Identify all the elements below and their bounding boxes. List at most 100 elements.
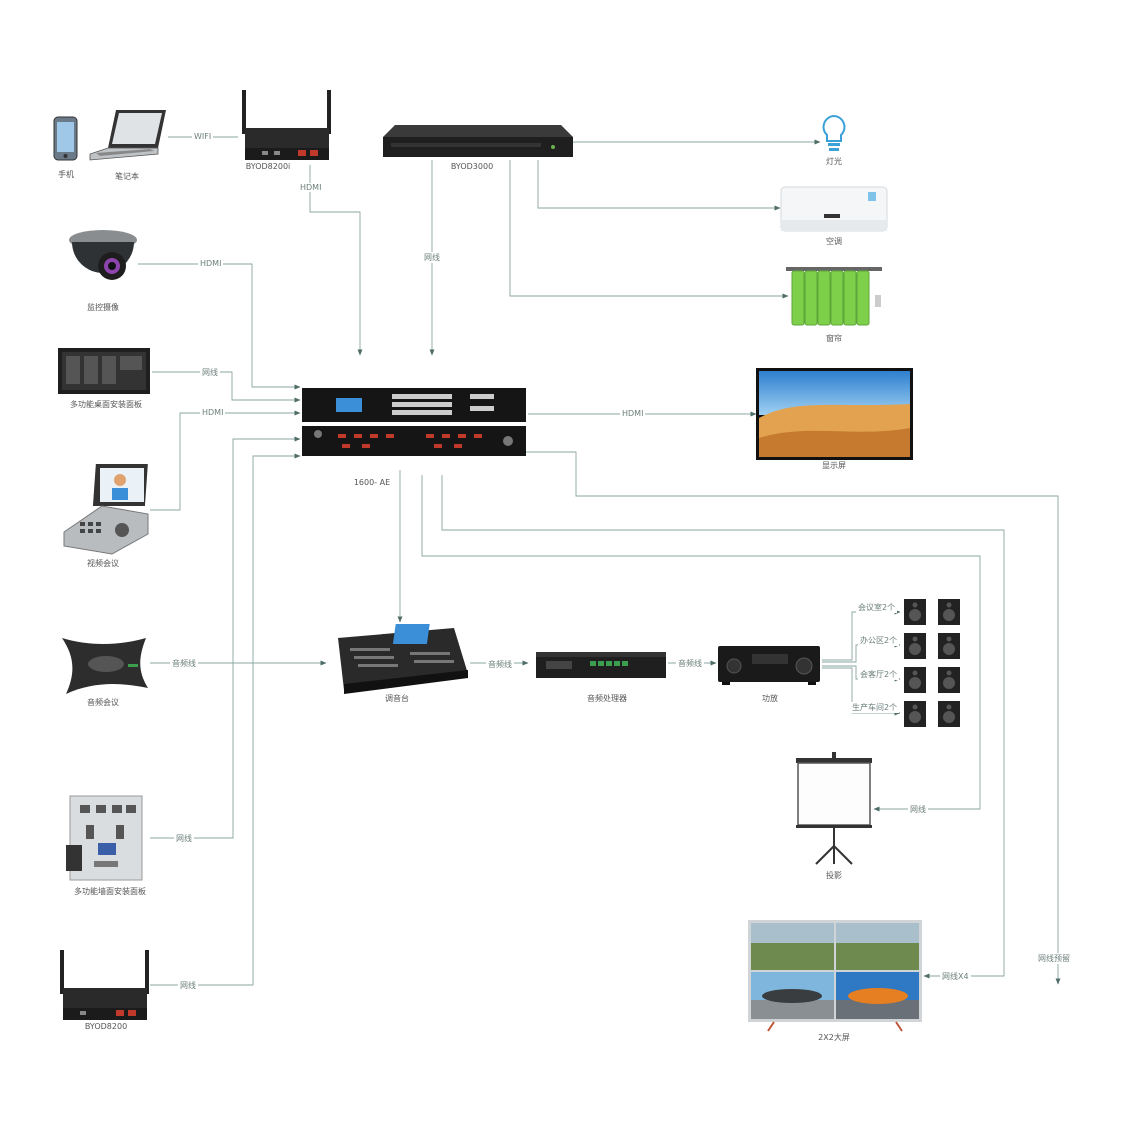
wire-video — [150, 410, 301, 511]
wire-desk — [152, 371, 301, 403]
wall-panel-device — [66, 795, 148, 887]
screen-device — [794, 752, 874, 872]
lightbulb-icon — [822, 114, 846, 151]
laptop-device — [88, 108, 168, 170]
aircon-icon — [780, 186, 888, 232]
video-conf-label: 视频会议 — [87, 559, 119, 568]
wire-label-hdmi-byod: HDMI — [298, 183, 324, 192]
mixer-device — [330, 622, 470, 698]
wire-screen — [421, 475, 981, 812]
processor-label: 音频处理器 — [587, 694, 627, 703]
rack-server-icon — [383, 125, 573, 157]
speaker-group-3 — [902, 700, 962, 732]
wire-label-audio-proc: 音频线 — [676, 658, 704, 669]
light-device — [820, 114, 848, 158]
router-icon — [60, 950, 149, 1020]
wire-label-hdmi-video: HDMI — [200, 408, 226, 417]
wire-hdmi-byod — [309, 165, 363, 356]
projector-screen-icon — [796, 752, 872, 865]
amplifier-icon — [718, 646, 820, 685]
dome-camera-icon — [69, 230, 137, 280]
speaker-label-3: 生产车间2个 — [850, 702, 900, 713]
curtain-device — [786, 265, 886, 333]
wire-label-net-byod8200: 网线 — [178, 980, 198, 991]
phone-label: 手机 — [58, 170, 74, 179]
byod8200-device — [58, 950, 152, 1026]
matrix-label: 1600- AE — [353, 478, 391, 487]
speaker-pair-icon — [904, 599, 960, 625]
wire-label-hdmi-display: HDMI — [620, 409, 646, 418]
byod8200-label: BYOD8200 — [84, 1022, 128, 1031]
wire-label-audio-mixer: 音频线 — [486, 659, 514, 670]
wire-label-audio-conf: 音频线 — [170, 658, 198, 669]
screen-label: 投影 — [826, 871, 842, 880]
phone-icon — [53, 116, 78, 161]
wire-wall4 — [441, 475, 1005, 979]
wire-camera — [138, 263, 301, 390]
laptop-label: 笔记本 — [115, 172, 139, 181]
video-wall-icon — [748, 920, 922, 1032]
speaker-label-2: 会客厅2个 — [858, 669, 900, 680]
camera-device — [66, 226, 140, 306]
display-label: 显示屏 — [822, 461, 846, 470]
conference-speaker-icon — [62, 638, 148, 694]
speaker-group-0 — [902, 598, 962, 630]
wire-label-net-screen: 网线 — [908, 804, 928, 815]
wire-label-net-desk: 网线 — [200, 367, 220, 378]
wire-spk4 — [822, 667, 901, 716]
speaker-label-1: 办公区2个 — [858, 635, 900, 646]
phone-device — [53, 116, 79, 166]
speaker-group-1 — [902, 632, 962, 664]
matrix-switcher-icon — [302, 388, 526, 456]
wire-label-net-wall4: 网线X4 — [940, 971, 971, 982]
byod3000-label: BYOD3000 — [450, 162, 494, 171]
desk-panel-icon — [58, 348, 150, 394]
wire-label-net-reserve: 网线预留 — [1036, 953, 1072, 964]
desk-panel-label: 多功能桌面安装面板 — [70, 400, 142, 409]
videowall-device — [748, 920, 924, 1036]
camera-label: 监控摄像 — [87, 303, 119, 312]
audio-conf-label: 音频会议 — [87, 698, 119, 707]
processor-device — [536, 650, 668, 684]
wire-spk2 — [822, 642, 901, 663]
curtain-icon — [786, 267, 882, 326]
speaker-pair-icon — [904, 701, 960, 727]
byod8200i-device — [240, 90, 334, 166]
laptop-icon — [89, 110, 166, 161]
mixer-label: 调音台 — [385, 694, 409, 703]
wire-curtain — [509, 160, 789, 299]
display-device — [756, 368, 914, 464]
audio-processor-icon — [536, 652, 666, 678]
aircon-device — [780, 186, 888, 238]
wire-reserve — [524, 451, 1061, 985]
speaker-group-2 — [902, 666, 962, 698]
videowall-label: 2X2大屏 — [818, 1033, 850, 1042]
amplifier-device — [718, 644, 822, 690]
wire-aircon — [537, 160, 781, 211]
wall-panel-label: 多功能墙面安装面板 — [74, 887, 146, 896]
desk-panel-device — [58, 348, 152, 400]
matrix-device — [302, 386, 528, 472]
video-phone-icon — [63, 464, 149, 555]
speaker-pair-icon — [904, 633, 960, 659]
wire-label-net-wall: 网线 — [174, 833, 194, 844]
mixing-console-icon — [338, 624, 468, 694]
byod8200i-label: BYOD8200i — [245, 162, 291, 171]
router-icon — [242, 90, 331, 160]
wire-wall — [150, 436, 301, 839]
byod3000-device — [381, 125, 575, 163]
aircon-label: 空调 — [826, 237, 842, 246]
video-conf-device — [62, 462, 152, 560]
wire-label-wifi: WIFI — [192, 132, 214, 141]
wire-label-hdmi-camera: HDMI — [198, 259, 224, 268]
wall-panel-icon — [66, 795, 143, 881]
audio-conf-device — [58, 628, 152, 702]
light-label: 灯光 — [826, 157, 842, 166]
amplifier-label: 功放 — [762, 694, 778, 703]
speaker-label-0: 会议室2个 — [856, 602, 898, 613]
desert-display-icon — [756, 368, 913, 460]
wire-label-net-byod3000: 网线 — [422, 252, 442, 263]
wire-byod8200 — [150, 453, 301, 986]
